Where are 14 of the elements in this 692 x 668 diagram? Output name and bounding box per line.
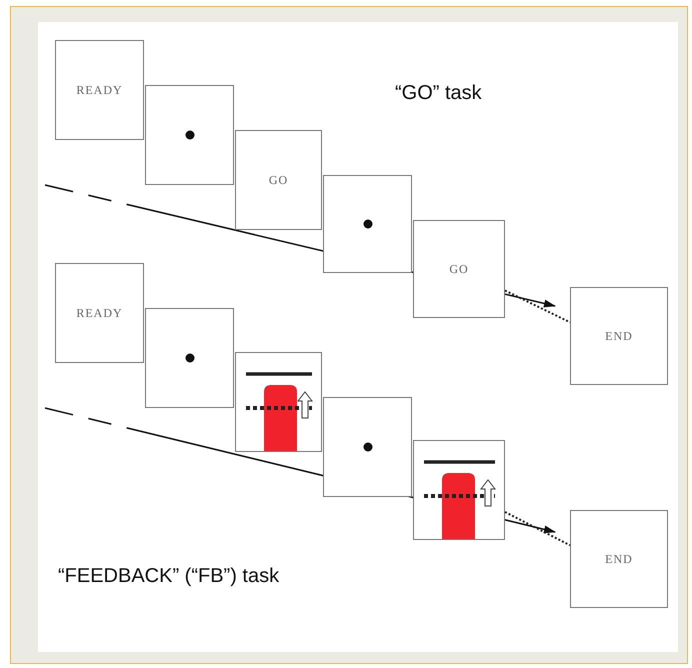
screen-box: READY (55, 40, 144, 140)
screen-box: END (570, 510, 668, 608)
screen-box (145, 85, 234, 185)
screen-box (323, 397, 412, 497)
connector-line (504, 511, 570, 546)
screen-box: GO (235, 130, 322, 230)
screen-box: READY (55, 263, 144, 363)
screen-box (323, 175, 412, 273)
task-title: “GO” task (395, 82, 482, 105)
screen-box: GO (413, 220, 505, 318)
screen-box (145, 308, 234, 408)
connector-line (504, 290, 570, 324)
screen-box: END (570, 287, 668, 385)
task-title: “FEEDBACK” (“FB”) task (58, 565, 280, 588)
